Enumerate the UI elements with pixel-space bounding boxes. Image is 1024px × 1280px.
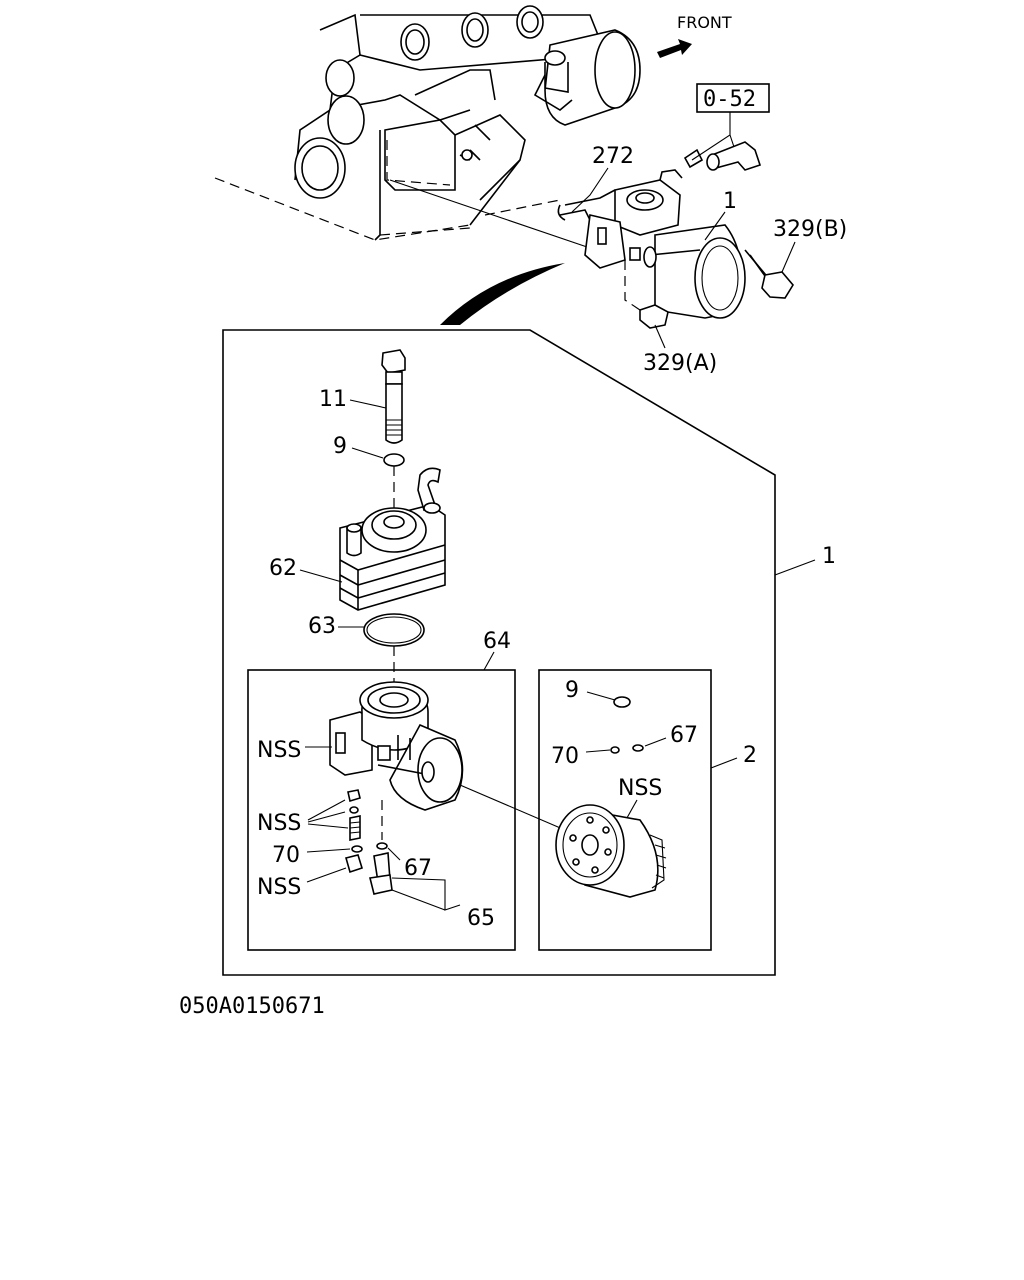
oil-filter-cartridge [555, 804, 667, 898]
box-64 [247, 669, 516, 951]
callout-67: 67 [404, 856, 432, 881]
kit-washer-9 [613, 696, 631, 708]
oil-cooler-62 [339, 467, 446, 611]
callout-329a: 329(A) [643, 351, 717, 376]
callout-2: 2 [743, 743, 757, 768]
filter-head [329, 681, 464, 811]
nss-label-2: NSS [257, 811, 301, 836]
callout-9-kit: 9 [565, 678, 579, 703]
bolt-11 [381, 349, 406, 444]
kit-seal-67 [632, 744, 644, 752]
callout-64: 64 [483, 629, 511, 654]
exploded-view-frame [222, 329, 776, 976]
callout-9-top: 9 [333, 434, 347, 459]
nss-label-kit: NSS [618, 776, 662, 801]
callout-70-kit: 70 [551, 744, 579, 769]
front-label: FRONT [677, 13, 732, 32]
callout-62: 62 [269, 556, 297, 581]
pointer-swoosh [440, 263, 565, 325]
callout-1-top: 1 [723, 189, 737, 214]
box-2-kit [538, 669, 712, 951]
nss-label-1: NSS [257, 738, 301, 763]
cooler-filter-assembly [389, 169, 794, 329]
plugs-and-seals [345, 789, 393, 895]
kit-seal-70 [610, 746, 620, 754]
callout-272: 272 [592, 144, 634, 169]
callout-329b: 329(B) [773, 217, 847, 242]
drawing-code: 050A0150671 [179, 994, 325, 1019]
callout-70: 70 [272, 843, 300, 868]
nss-label-3: NSS [257, 875, 301, 900]
o-ring-63 [363, 613, 425, 647]
ref-box-label: 0-52 [703, 87, 756, 112]
arrow-icon [657, 39, 692, 58]
callout-67-kit: 67 [670, 723, 698, 748]
front-arrow: FRONT [657, 13, 732, 58]
callout-65: 65 [467, 906, 495, 931]
hose [683, 141, 762, 171]
callout-63: 63 [308, 614, 336, 639]
callout-11: 11 [319, 387, 347, 412]
washer-9 [383, 453, 405, 467]
engine-block [214, 5, 641, 241]
callout-1-right: 1 [822, 544, 836, 569]
reference-box: 0-52 [691, 83, 770, 161]
